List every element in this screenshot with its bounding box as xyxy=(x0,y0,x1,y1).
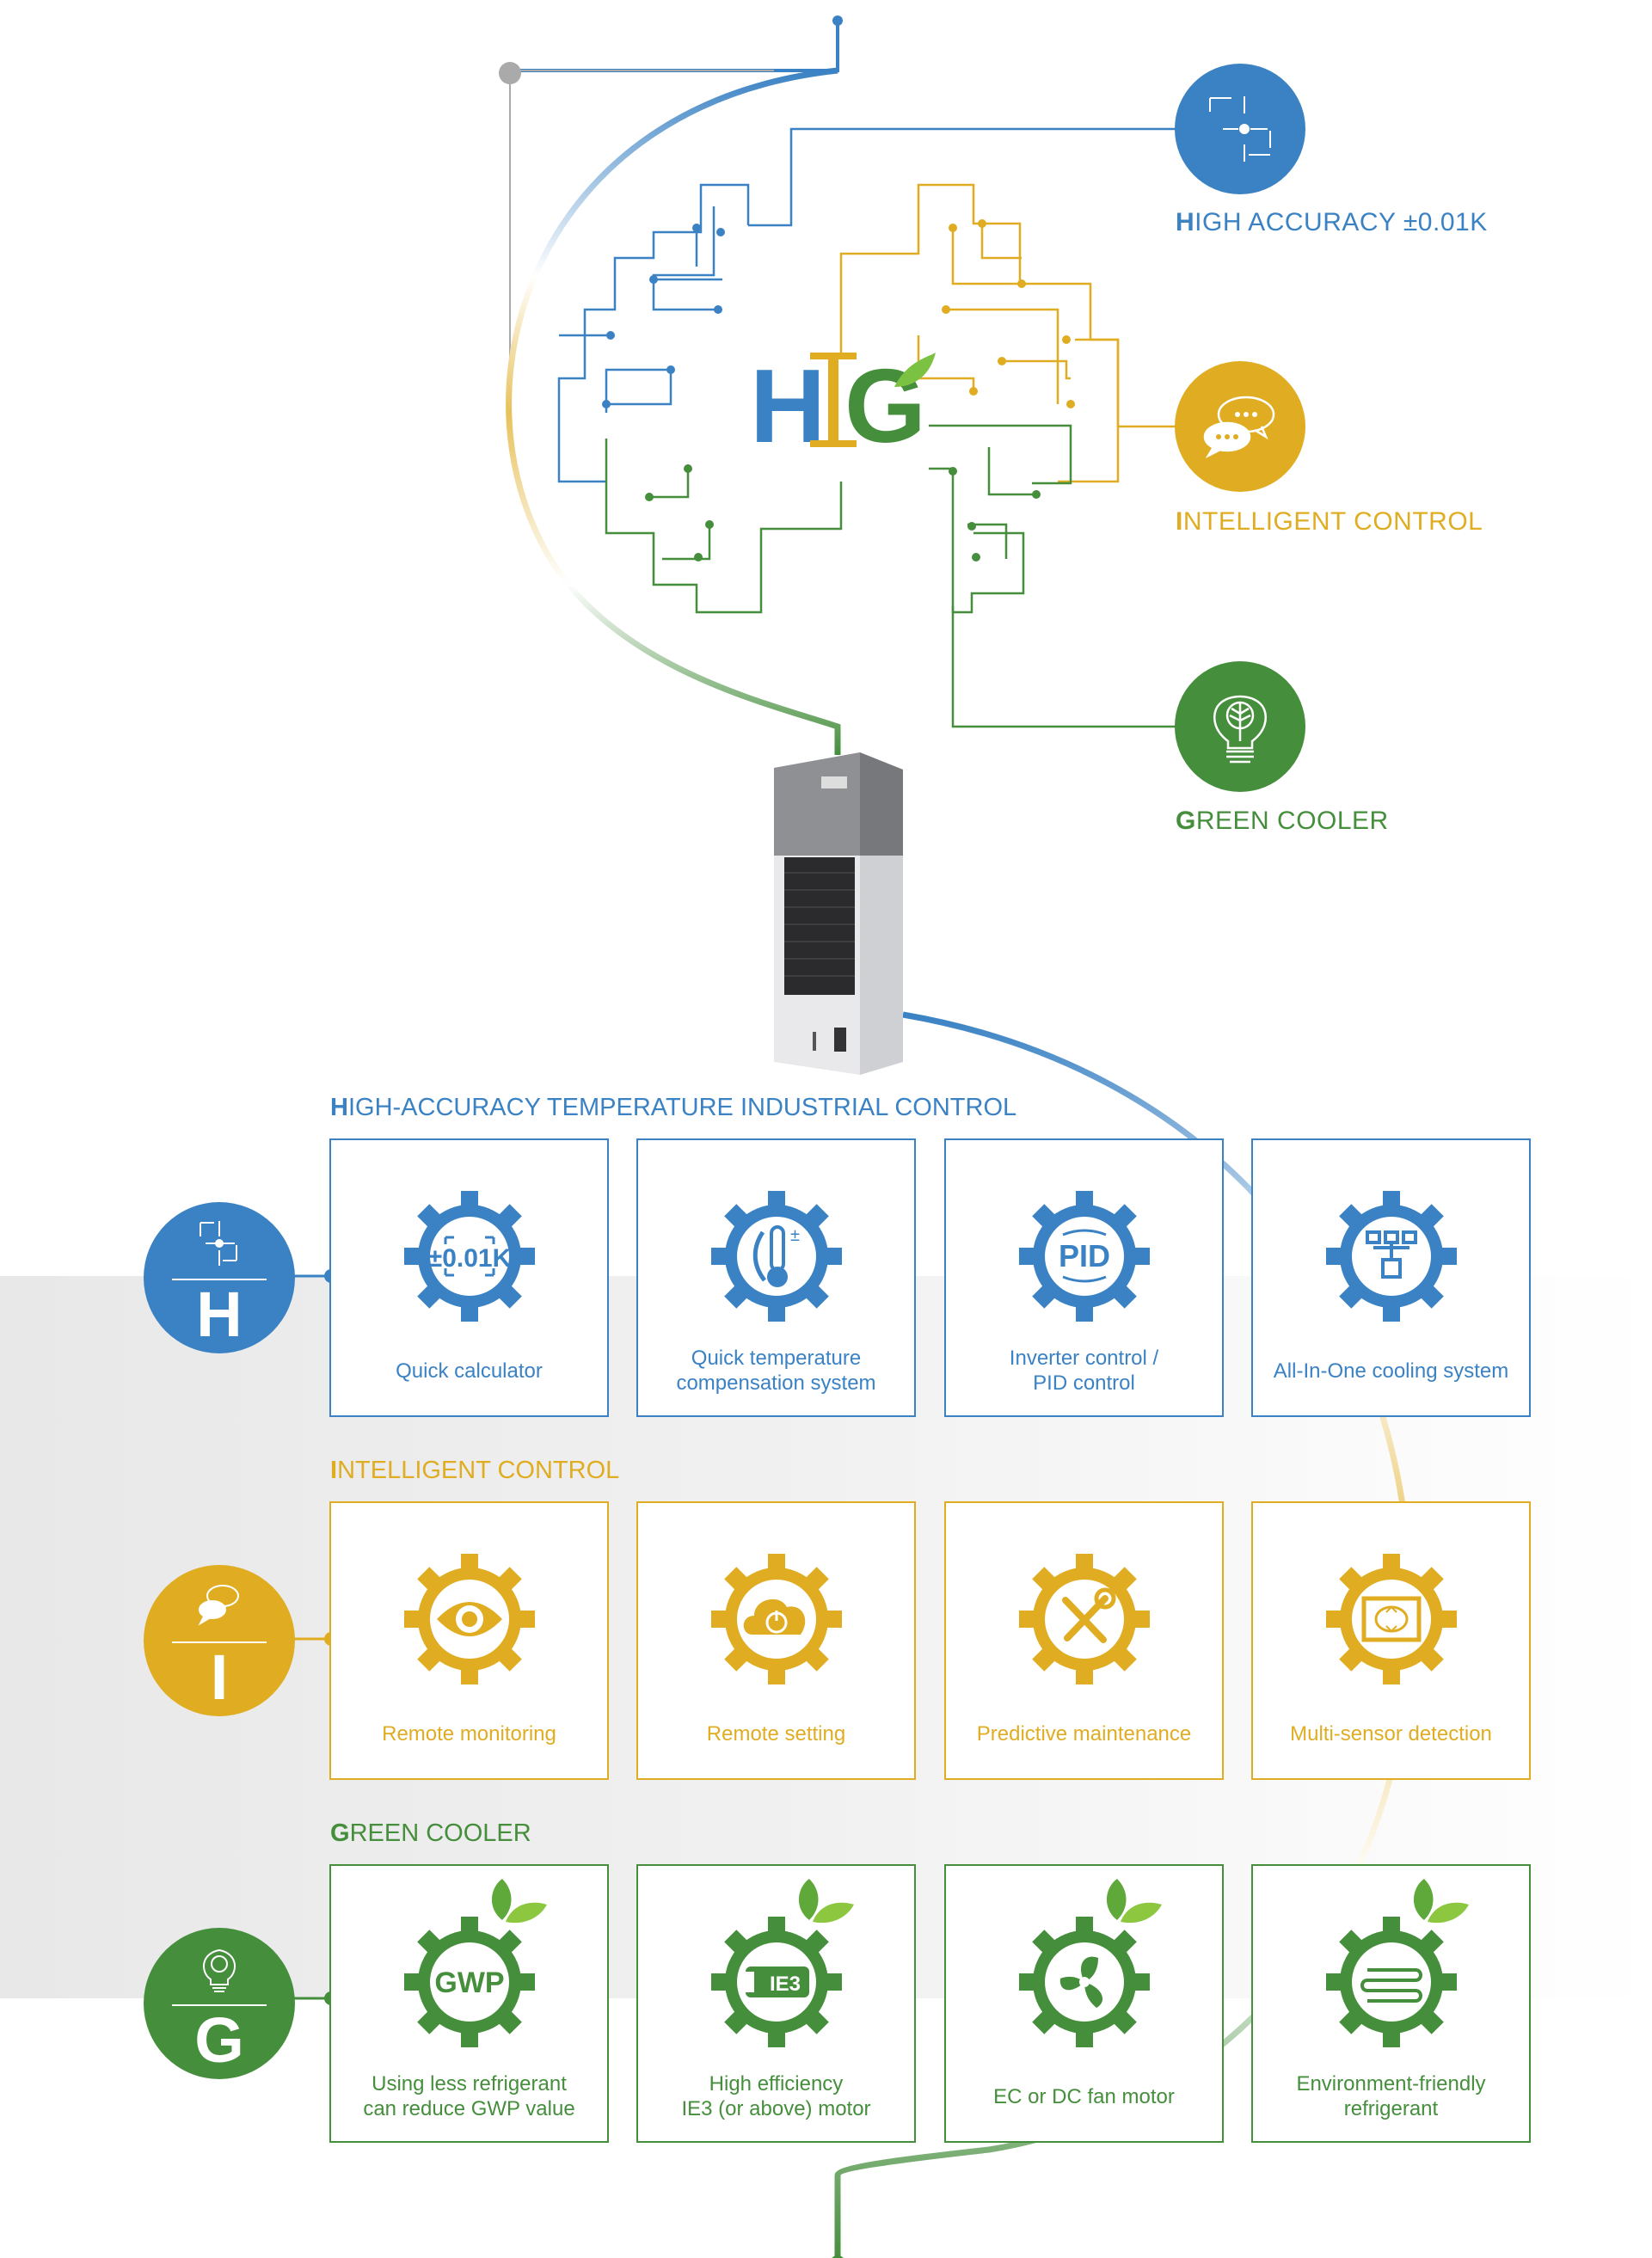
icon-text: PID xyxy=(1058,1238,1109,1273)
badge-divider xyxy=(172,1641,267,1643)
feature-card-label: Multi-sensor detection xyxy=(1281,1703,1501,1764)
feature-card-label: EC or DC fan motor xyxy=(985,2066,1183,2126)
badge-divider xyxy=(172,1279,267,1280)
icon-text: ± xyxy=(790,1226,800,1245)
intelligent-control-label: INTELLIGENT CONTROL xyxy=(1176,507,1483,536)
hig-logo: H G xyxy=(748,347,937,464)
network-gear-icon xyxy=(1323,1187,1460,1325)
tools-gear-icon xyxy=(1016,1550,1153,1688)
leaf-bulb-icon xyxy=(193,1928,245,1999)
icon-text: IE3 xyxy=(769,1973,800,1996)
feature-card-label: All-In-One cooling system xyxy=(1265,1341,1517,1401)
refrigerant-coil-gear-icon xyxy=(1323,1879,1460,2051)
feature-card: Remote monitoring xyxy=(329,1501,609,1780)
feature-card: EC or DC fan motor xyxy=(944,1864,1224,2143)
cloud-power-gear-icon xyxy=(708,1550,845,1688)
crosshair-icon xyxy=(1209,96,1271,162)
label-line: Using less refrigerant xyxy=(372,2072,567,2095)
icon-text: ±0.01K xyxy=(427,1244,511,1273)
eye-gear-icon xyxy=(401,1550,538,1688)
green-cooler-circle xyxy=(1175,661,1305,792)
badge-letter: I xyxy=(210,1641,229,1713)
feature-card-label: Quick calculator xyxy=(387,1341,551,1401)
label-line: PID control xyxy=(1033,1371,1135,1395)
label-line: Remote monitoring xyxy=(382,1721,556,1746)
feature-card-label: Remote setting xyxy=(698,1703,854,1764)
chat-bubbles-icon xyxy=(193,1565,245,1636)
section-title-h: HIGH-ACCURACY TEMPERATURE INDUSTRIAL CON… xyxy=(330,1094,1017,1121)
label-line: All-In-One cooling system xyxy=(1273,1359,1509,1383)
leaf-icon xyxy=(491,1879,547,1924)
feature-card-label: Inverter control /PID control xyxy=(1001,1341,1167,1401)
icon-text: GWP xyxy=(434,1967,504,1999)
leaf-icon xyxy=(1413,1879,1469,1924)
label-line: EC or DC fan motor xyxy=(993,2084,1175,2108)
ie3-motor-gear-icon: IE3 xyxy=(708,1879,845,2051)
section-title-g: GREEN COOLER xyxy=(330,1819,531,1847)
feature-card: Remote setting xyxy=(636,1501,916,1780)
label-line: can reduce GWP value xyxy=(363,2097,575,2120)
label-line: Inverter control / xyxy=(1009,1347,1159,1370)
feature-card: PID Inverter control /PID control xyxy=(944,1138,1224,1417)
label-line: Predictive maintenance xyxy=(976,1721,1192,1746)
label-line: refrigerant xyxy=(1343,2097,1439,2120)
label-line: Remote setting xyxy=(706,1721,846,1746)
feature-card: Predictive maintenance xyxy=(944,1501,1224,1780)
leaf-icon xyxy=(1106,1879,1162,1924)
badge-letter: H xyxy=(196,1279,243,1350)
sensor-screen-gear-icon xyxy=(1323,1550,1460,1688)
feature-card-label: Predictive maintenance xyxy=(968,1703,1200,1764)
pid-gear-icon: PID xyxy=(1016,1187,1153,1325)
feature-card-label: Remote monitoring xyxy=(373,1703,565,1764)
green-cooler-label: GREEN COOLER xyxy=(1176,807,1389,835)
section-badge-h: H xyxy=(144,1202,295,1353)
thermometer-gear-icon: ± xyxy=(708,1187,845,1325)
feature-card: All-In-One cooling system xyxy=(1251,1138,1531,1417)
feature-card: Multi-sensor detection xyxy=(1251,1501,1531,1780)
crosshair-icon xyxy=(193,1202,245,1273)
label-line: Quick temperature xyxy=(691,1347,862,1370)
gwp-gear-icon: GWP xyxy=(401,1879,538,2051)
hig-logo-mark: H G xyxy=(750,347,936,464)
label-line: IE3 (or above) motor xyxy=(681,2097,871,2120)
fan-gear-icon xyxy=(1016,1879,1153,2051)
calculator-gear-icon: ±0.01K xyxy=(401,1187,538,1325)
label-line: High efficiency xyxy=(709,2072,844,2095)
badge-divider xyxy=(172,2004,267,2006)
section-badge-i: I xyxy=(144,1565,295,1716)
svg-text:H: H xyxy=(750,353,826,447)
feature-card: ±0.01K Quick calculator xyxy=(329,1138,609,1417)
chat-bubbles-icon xyxy=(1203,396,1275,459)
high-accuracy-label: HIGH ACCURACY ±0.01K xyxy=(1176,208,1488,236)
section-title-i: INTELLIGENT CONTROL xyxy=(330,1457,620,1484)
label-line: compensation system xyxy=(676,1371,876,1395)
section-badge-g: G xyxy=(144,1928,295,2079)
leaf-bulb-icon xyxy=(1213,695,1267,764)
leaf-icon xyxy=(798,1879,854,1924)
badge-letter: G xyxy=(194,2004,244,2076)
label-line: Multi-sensor detection xyxy=(1290,1721,1492,1746)
label-line: Quick calculator xyxy=(396,1359,543,1383)
chiller-unit-image xyxy=(774,752,908,1075)
high-accuracy-circle xyxy=(1175,64,1305,194)
label-line: Environment-friendly xyxy=(1296,2072,1486,2095)
intelligent-control-circle xyxy=(1175,361,1305,492)
